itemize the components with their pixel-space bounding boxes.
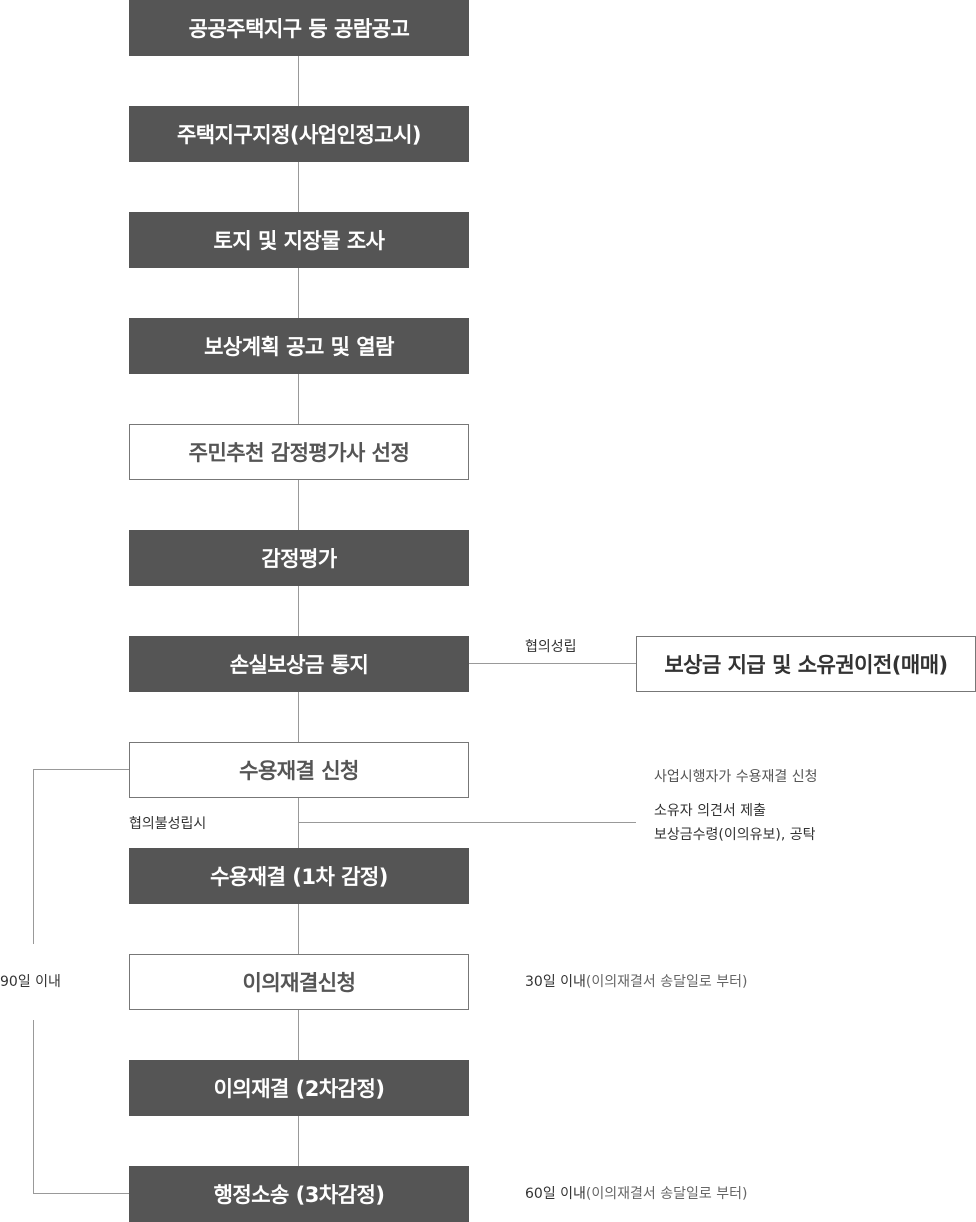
step-administrative-lawsuit: 행정소송 (3차감정) [129, 1166, 469, 1222]
thirty-days-note: (이의재결서 송달일로 부터) [585, 974, 748, 990]
applicant-note: 사업시행자가 수용재결 신청 [654, 769, 818, 785]
ninety-days-label: 90일 이내 [0, 974, 61, 990]
step-district-designation: 주택지구지정(사업인정고시) [129, 106, 469, 162]
agreement-label: 협의성립 [525, 639, 577, 655]
sixty-days-label: 60일 이내(이의재결서 송달일로 부터) [525, 1185, 747, 1203]
step-land-survey: 토지 및 지장물 조사 [129, 212, 469, 268]
step-compensation-notice-label: 손실보상금 통지 [229, 653, 369, 677]
side-box-payment-transfer: 보상금 지급 및 소유권이전(매매) [636, 636, 976, 692]
step-compensation-plan: 보상계획 공고 및 열람 [129, 318, 469, 374]
owner-note-line2: 보상금수령(이의유보), 공탁 [654, 827, 816, 843]
ninety-days-bottom-vertical [33, 1020, 34, 1194]
step-administrative-lawsuit-label: 행정소송 (3차감정) [213, 1183, 385, 1207]
no-agreement-label: 협의불성립시 [129, 816, 207, 832]
thirty-days-main: 30일 이내 [525, 974, 586, 990]
agreement-connector-line [469, 663, 637, 664]
owner-note-line1: 소유자 의견서 제출 [654, 803, 766, 819]
ninety-days-top-vertical [33, 769, 34, 944]
step-expropriation-decision: 수용재결 (1차 감정) [129, 848, 469, 904]
side-box-payment-transfer-label: 보상금 지급 및 소유권이전(매매) [664, 653, 948, 677]
step-public-notice-label: 공공주택지구 등 공람공고 [188, 17, 410, 41]
main-flow-line [298, 56, 299, 1166]
step-objection-request-label: 이의재결신청 [242, 971, 356, 995]
sixty-days-main: 60일 이내 [525, 1186, 586, 1202]
ninety-days-bottom-horizontal [33, 1193, 129, 1194]
step-expropriation-request: 수용재결 신청 [129, 742, 469, 798]
sixty-days-note: (이의재결서 송달일로 부터) [585, 1186, 748, 1202]
step-objection-decision: 이의재결 (2차감정) [129, 1060, 469, 1116]
step-appraiser-selection-label: 주민추천 감정평가사 선정 [188, 441, 410, 465]
step-public-notice: 공공주택지구 등 공람공고 [129, 0, 469, 56]
thirty-days-label: 30일 이내(이의재결서 송달일로 부터) [525, 973, 747, 991]
owner-action-connector-line [299, 822, 636, 823]
step-appraisal: 감정평가 [129, 530, 469, 586]
step-compensation-notice: 손실보상금 통지 [129, 636, 469, 692]
step-appraisal-label: 감정평가 [261, 547, 337, 571]
step-district-designation-label: 주택지구지정(사업인정고시) [176, 123, 422, 147]
step-expropriation-request-label: 수용재결 신청 [239, 759, 359, 783]
step-expropriation-decision-label: 수용재결 (1차 감정) [210, 865, 388, 889]
step-land-survey-label: 토지 및 지장물 조사 [213, 229, 386, 253]
step-compensation-plan-label: 보상계획 공고 및 열람 [204, 335, 394, 359]
ninety-days-top-horizontal [33, 769, 129, 770]
step-objection-request: 이의재결신청 [129, 954, 469, 1010]
step-objection-decision-label: 이의재결 (2차감정) [213, 1077, 385, 1101]
step-appraiser-selection: 주민추천 감정평가사 선정 [129, 424, 469, 480]
